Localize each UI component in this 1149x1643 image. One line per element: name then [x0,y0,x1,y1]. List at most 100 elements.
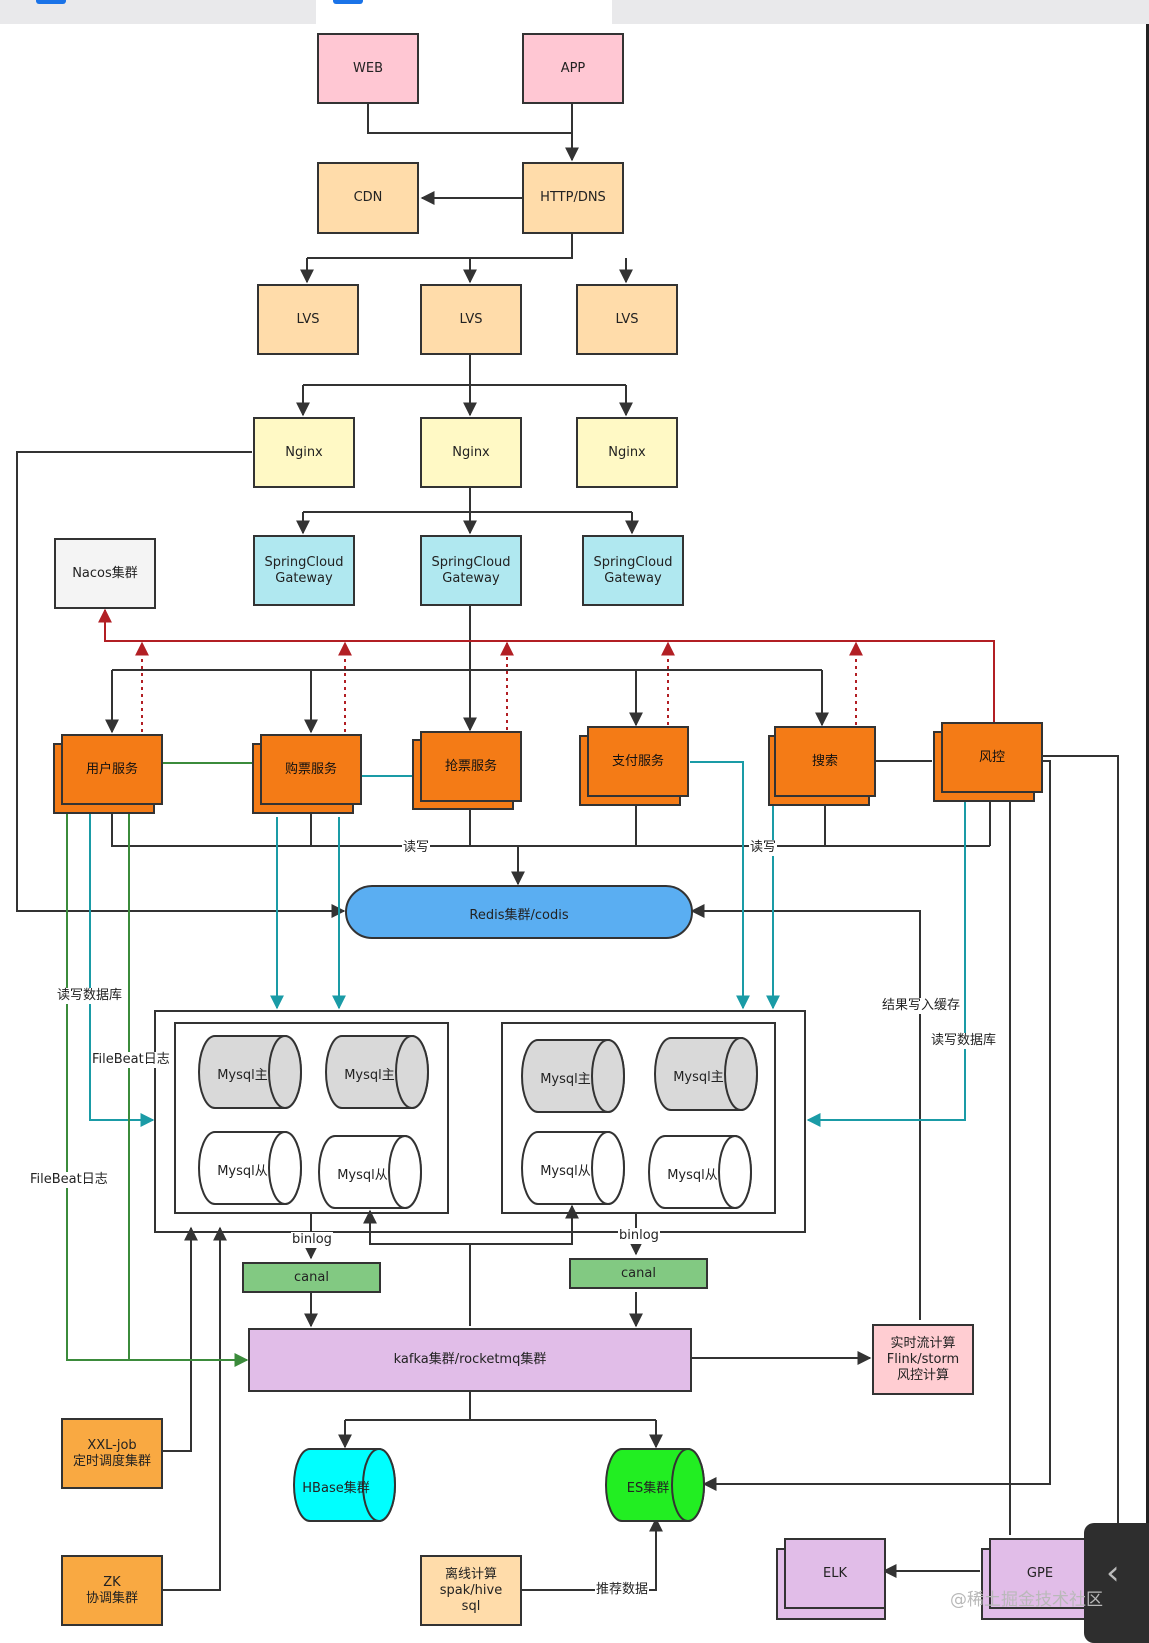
edge-label-recommend-data: 推荐数据 [595,1582,650,1598]
search-service: 搜索 [774,726,876,797]
edge-risk-gpe [1040,755,1119,1535]
edge-zk-mysql [162,1226,227,1591]
edge-label-read-write: 读写 [749,840,778,856]
stream-line3: 风控计算 [896,1367,949,1383]
edge-pay-db [690,761,750,1010]
web-client: WEB [317,33,419,104]
edge-services-redis [111,790,991,847]
active-tab[interactable] [316,0,612,24]
payment-service: 支付服务 [587,726,689,797]
mysql-slave-label: Mysql从 [337,1168,388,1183]
user-service: 用户服务 [61,734,163,805]
gpe-node: GPE [989,1538,1091,1609]
offline-line3: sql [461,1598,481,1614]
tab-icon [333,0,363,4]
offline-line1: 离线计算 [444,1566,497,1582]
mysql-master-cyl-1 [198,1035,302,1109]
edge-risk-db [806,801,966,1127]
mysql-master-label: Mysql主 [344,1068,395,1083]
mysql-master-label: Mysql主 [217,1068,268,1083]
http-dns-node: HTTP/DNS [522,162,624,234]
gateway-line1: SpringCloud [264,554,344,570]
redis-label: Redis集群/codis [469,908,569,923]
hbase-label: HBase集群 [302,1481,370,1496]
edge-offline-es [522,1517,663,1591]
mysql-slave-label: Mysql从 [217,1164,268,1179]
page-edge-divider [1146,24,1149,1524]
gateway-line2: Gateway [442,570,500,586]
edge-services-nacos [98,608,995,722]
mysql-slave-cyl-1 [198,1131,302,1205]
edge-kafka-slaves [363,1209,471,1326]
browser-tab-bar [0,0,1149,24]
tab-icon [36,0,66,4]
mysql-master-label: Mysql主 [540,1072,591,1087]
mysql-master-cyl-2 [325,1035,429,1109]
nginx-node: Nginx [420,417,522,488]
redis-cluster [345,885,693,939]
mysql-master-label: Mysql主 [673,1070,724,1085]
edge-label-binlog: binlog [618,1228,660,1244]
edge-web-http [367,104,572,134]
elk-stack: ELK [784,1538,886,1609]
edge-label-read-write-db: 读写数据库 [930,1033,998,1049]
edge-label-result-cache: 结果写入缓存 [881,998,962,1014]
edge-kafka-storage [345,1391,656,1421]
mysql-slave-cyl-4 [648,1135,752,1209]
zk-line2: 协调集群 [85,1590,138,1606]
mysql-master-cyl-4 [654,1037,758,1111]
gateway-line1: SpringCloud [431,554,511,570]
offline-line2: spak/hive [439,1582,503,1598]
edge-label-binlog: binlog [291,1232,333,1248]
edge-xxl-mysql [162,1226,198,1452]
es-cluster [605,1448,705,1522]
lvs-node: LVS [576,284,678,355]
mysql-slave-cyl-2 [318,1135,422,1209]
stream-line2: Flink/storm [886,1351,960,1367]
edge-nginx-redis [16,451,346,918]
grab-ticket-service: 抢票服务 [420,731,522,802]
mysql-group-right [501,1022,776,1214]
gateway-line1: SpringCloud [593,554,673,570]
edge-label-read-write-db: 读写数据库 [56,988,124,1004]
edge-stream-redis [690,904,921,1320]
stream-line1: 实时流计算 [890,1335,956,1351]
risk-control-service: 风控 [941,722,1043,793]
hbase-cluster [293,1448,396,1522]
nginx-node: Nginx [253,417,355,488]
edge-label-read-write: 读写 [402,840,431,856]
xxl-line2: 定时调度集群 [72,1453,151,1469]
xxl-line1: XXL-job [87,1437,137,1453]
edge-risk-es [702,760,1051,1491]
collapse-panel-handle[interactable]: ‹ [1084,1523,1149,1643]
app-client: APP [522,33,624,104]
edge-label-filebeat: FileBeat日志 [29,1172,109,1188]
canal-left: canal [242,1262,381,1293]
mysql-group-left [174,1022,449,1214]
mysql-slave-cyl-3 [521,1131,625,1205]
mysql-master-cyl-3 [521,1039,625,1113]
ticket-service: 购票服务 [260,734,362,805]
mysql-slave-label: Mysql从 [667,1168,718,1183]
es-label: ES集群 [626,1481,670,1496]
edge-label-filebeat: FileBeat日志 [91,1052,171,1068]
canal-right: canal [569,1258,708,1289]
watermark: @稀土掘金技术社区 [950,1590,1103,1610]
mysql-slave-label: Mysql从 [540,1164,591,1179]
lvs-node: LVS [257,284,359,355]
lvs-node: LVS [420,284,522,355]
nacos-cluster: Nacos集群 [54,538,156,609]
zk-line1: ZK [103,1574,121,1590]
gateway-line2: Gateway [604,570,662,586]
edge-user-db [89,806,155,1127]
mysql-outer-frame [154,1010,806,1233]
